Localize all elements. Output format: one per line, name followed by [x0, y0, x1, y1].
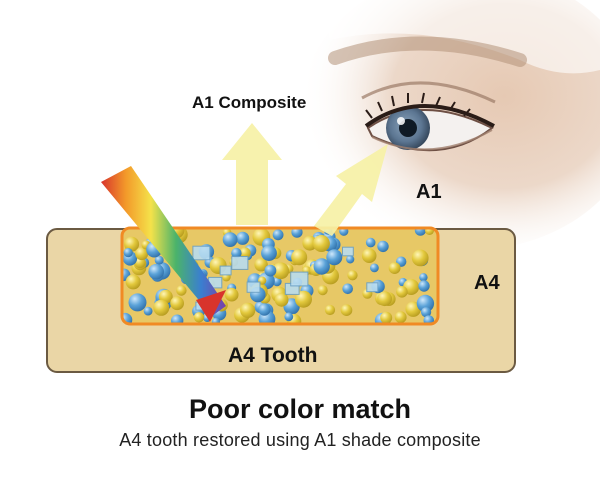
filler-particle — [148, 263, 164, 280]
filler-particle — [419, 273, 428, 282]
filler-particle — [154, 255, 164, 265]
filler-particle — [224, 287, 239, 302]
filler-particle — [411, 249, 429, 267]
reflected-light-arrow-eye — [314, 144, 388, 236]
filler-particle — [170, 296, 185, 311]
label-a1-composite: A1 Composite — [192, 93, 307, 112]
filler-particle — [284, 312, 294, 322]
filler-particle — [416, 294, 435, 313]
filler-particle — [340, 304, 353, 317]
filler-particle — [317, 285, 328, 296]
filler-particle — [258, 303, 271, 316]
filler-particle — [370, 263, 379, 273]
filler-particle — [388, 262, 401, 274]
filler-particle — [236, 231, 250, 245]
filler-particle — [302, 235, 318, 251]
filler-particle — [418, 280, 430, 292]
filler-crystal — [192, 245, 211, 261]
filler-particle — [342, 283, 354, 295]
filler-particle — [274, 292, 289, 307]
filler-particle — [377, 291, 392, 307]
filler-particle — [239, 247, 251, 259]
filler-particle — [128, 293, 147, 312]
filler-particle — [153, 299, 170, 316]
filler-particle — [254, 258, 268, 272]
filler-particle — [347, 270, 358, 281]
filler-particle — [272, 277, 282, 287]
filler-particle — [396, 286, 408, 298]
filler-particle — [313, 258, 330, 275]
filler-particle — [394, 311, 407, 324]
caption-title: Poor color match — [188, 394, 412, 424]
filler-particle — [272, 262, 290, 280]
filler-particle — [231, 247, 242, 259]
filler-particle — [365, 237, 376, 248]
filler-particle — [326, 249, 343, 266]
filler-crystal — [366, 282, 379, 293]
filler-particle — [291, 249, 308, 266]
filler-particle — [240, 302, 256, 318]
filler-crystal — [290, 271, 309, 287]
filler-particle — [361, 248, 377, 263]
label-a4: A4 — [474, 272, 500, 294]
incident-light-beam — [101, 166, 226, 322]
filler-particle — [312, 235, 330, 252]
filler-crystal — [219, 265, 232, 276]
filler-particle — [380, 311, 393, 324]
filler-crystal — [342, 246, 354, 257]
filler-particle — [193, 312, 205, 323]
reflected-light-arrow-up — [222, 123, 282, 225]
filler-particle — [272, 229, 284, 241]
filler-particle — [295, 290, 312, 308]
filler-particle — [135, 247, 149, 261]
filler-particle — [124, 236, 140, 252]
filler-particle — [176, 285, 187, 296]
filler-particle — [421, 307, 432, 318]
filler-particle — [377, 240, 389, 253]
label-a4-tooth: A4 Tooth — [228, 344, 318, 367]
filler-particle — [125, 274, 141, 290]
filler-particle — [324, 304, 336, 316]
filler-particle — [222, 232, 238, 248]
filler-particle — [123, 248, 133, 258]
filler-particle — [143, 306, 153, 316]
filler-particle — [264, 264, 277, 277]
filler-crystal — [231, 256, 249, 270]
filler-particle — [261, 245, 277, 261]
filler-particle — [346, 255, 355, 264]
filler-particle — [414, 228, 426, 236]
label-perceived-a1: A1 — [416, 181, 442, 203]
filler-crystal — [246, 281, 261, 293]
caption-subtitle: A4 tooth restored using A1 shade composi… — [119, 430, 481, 450]
